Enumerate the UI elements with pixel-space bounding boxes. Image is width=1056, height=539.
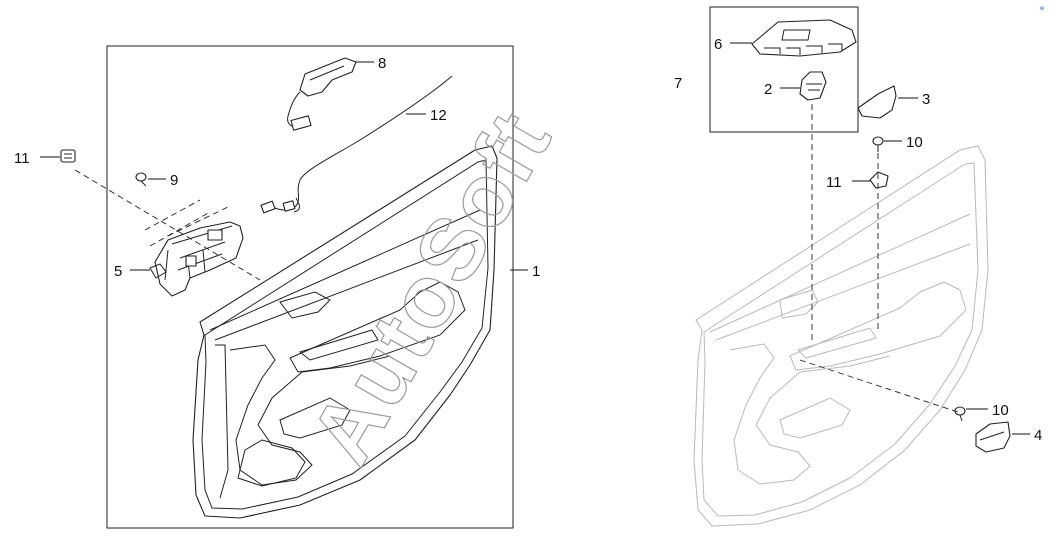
- callout-2: 2: [764, 81, 772, 98]
- callout-9: 9: [170, 172, 178, 189]
- left-assembly-frame: [106, 45, 514, 529]
- screw-right-upper: [872, 136, 884, 152]
- callout-6: 6: [714, 36, 722, 53]
- clip-right: [869, 171, 889, 189]
- callout-4: 4: [1034, 427, 1042, 444]
- switch-assembly-frame: [709, 6, 859, 133]
- callout-3: 3: [922, 91, 930, 108]
- screw-right-lower: [954, 406, 966, 422]
- inside-handle-bracket: [149, 221, 244, 297]
- callout-5: 5: [114, 263, 122, 280]
- assembly-line-screw-lower: [799, 359, 959, 413]
- callout-10-upper: 10: [906, 134, 923, 151]
- door-panel-ghost: [693, 145, 989, 527]
- assembly-line-bracket-2: [149, 211, 211, 247]
- assembly-line-clip: [74, 169, 261, 281]
- screw-left: [135, 172, 147, 187]
- corner-mark: w: [1039, 6, 1045, 12]
- assembly-line-bracket-1: [144, 199, 201, 231]
- callout-11-right: 11: [826, 174, 842, 191]
- wiring-harness: [260, 75, 453, 214]
- trim-cover: [857, 85, 897, 119]
- door-trim-panel: [192, 145, 498, 519]
- trim-cap: [975, 421, 1011, 453]
- window-switch: [799, 71, 827, 101]
- clip-left: [60, 149, 76, 163]
- assembly-line-bracket-3: [167, 205, 231, 237]
- callout-1: 1: [532, 263, 540, 280]
- switch-bracket: [287, 57, 357, 131]
- power-window-switch-panel: [751, 19, 857, 57]
- callout-10-lower: 10: [992, 402, 1009, 419]
- callout-7: 7: [674, 75, 682, 92]
- callout-8: 8: [378, 55, 386, 72]
- callout-12: 12: [430, 107, 447, 124]
- callout-11-left: 11: [14, 150, 30, 167]
